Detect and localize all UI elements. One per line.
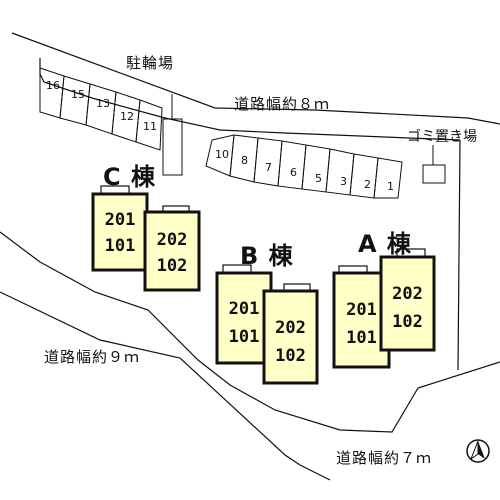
parking-number: 6 [290,166,297,179]
parking-right [205,134,403,199]
garbage-area-label: ゴミ置き場 [407,129,477,145]
parking-number: 10 [215,148,229,161]
unit-b-201: 201 [228,299,260,319]
bicycle-parking-label: 駐輪場 [126,54,175,72]
building-c [91,185,201,292]
parking-number: 2 [364,178,371,191]
north-arrow-icon [466,439,490,463]
parking-number: 12 [120,110,134,123]
unit-b-101: 101 [228,327,260,347]
unit-a-102: 102 [392,312,423,332]
site-boundary [0,32,500,481]
parking-number: 3 [340,175,347,188]
unit-c-202: 202 [156,230,188,250]
unit-c-102: 102 [156,256,188,276]
building-a-label: A 棟 [358,230,412,258]
unit-a-202: 202 [392,284,423,304]
parking-number: 7 [265,161,272,174]
parking-number: 1 [387,180,394,193]
parking-left [39,67,163,151]
unit-c-201: 201 [104,210,136,230]
bicycle-parking [162,94,183,176]
garbage-area [422,164,446,184]
road-label-bottom: 道路幅約７ｍ [336,449,433,467]
road-label-left: 道路幅約９ｍ [44,348,141,366]
unit-a-101: 101 [346,328,377,348]
road-label-top: 道路幅約８ｍ [234,95,331,113]
unit-a-201: 201 [346,300,377,320]
building-b-label: B 棟 [240,242,294,270]
parking-number: 15 [71,88,85,101]
parking-number: 16 [46,79,60,92]
building-b [215,264,319,385]
unit-c-101: 101 [104,236,136,256]
parking-number: 5 [315,172,322,185]
parking-number: 8 [241,154,248,167]
building-a [332,248,436,369]
unit-b-202: 202 [275,318,306,338]
parking-number: 13 [96,97,110,110]
unit-b-102: 102 [275,346,306,366]
building-c-label: C 棟 [103,163,156,191]
parking-number: 11 [143,120,157,133]
